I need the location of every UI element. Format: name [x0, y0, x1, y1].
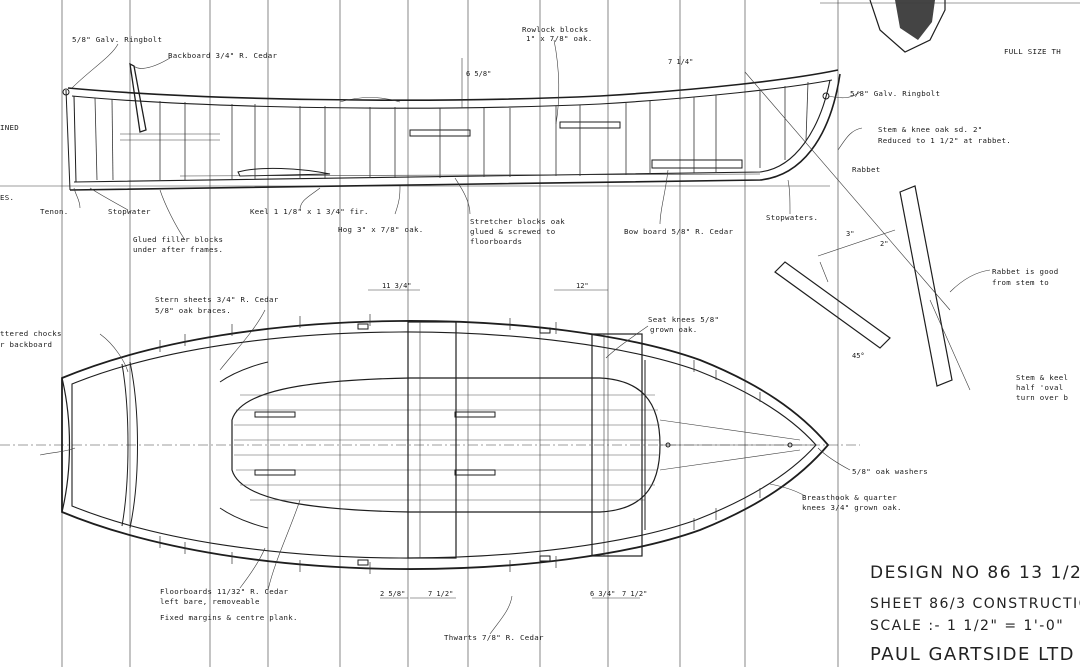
leader-lines: [39, 39, 991, 635]
label-ringbolt-top: 5/8" Galv. Ringbolt: [72, 35, 162, 44]
label-tenon: Tenon.: [40, 207, 69, 216]
designer-name: PAUL GARTSIDE LTD: [870, 644, 1075, 665]
dim-2: 2": [880, 240, 888, 248]
label-floorboards-2: left bare, removeable: [160, 597, 260, 606]
label-chocks-1: ttered chocks: [0, 329, 62, 338]
scale-title: SCALE :- 1 1/2" = 1'-0": [870, 618, 1064, 634]
label-rowlock-blocks-2: 1" x 7/8" oak.: [526, 34, 593, 43]
label-bow-board: Bow board 5/8" R. Cedar: [624, 227, 733, 236]
label-stem-2: Reduced to 1 1/2" at rabbet.: [878, 136, 1011, 145]
label-stopwater-left: Stopwater: [108, 207, 151, 216]
label-left-es: ES.: [0, 193, 14, 202]
label-floorboards-1: Floorboards 11/32" R. Cedar: [160, 587, 288, 596]
label-stopwaters-right: Stopwaters.: [766, 213, 818, 222]
title-block: DESIGN NO 86 13 1/2' D SHEET 86/3 CONSTR…: [870, 563, 1080, 665]
design-title: DESIGN NO 86 13 1/2' D: [870, 563, 1080, 583]
label-stretcher-1: Stretcher blocks oak: [470, 217, 565, 226]
dim-12: 12": [576, 282, 589, 290]
profile-view: [62, 62, 841, 191]
label-backboard: Backboard 3/4" R. Cedar: [168, 51, 277, 60]
label-rowlock-blocks-1: Rowlock blocks: [522, 25, 589, 34]
label-rabbet-note-2: from stem to: [992, 278, 1049, 287]
dim-11-3-4: 11 3/4": [382, 282, 412, 290]
label-seat-knees-2: grown oak.: [650, 325, 698, 334]
label-stretcher-3: floorboards: [470, 237, 522, 246]
label-ringbolt-right: 5/8" Galv. Ringbolt: [850, 89, 940, 98]
dim-3: 3": [846, 230, 854, 238]
stem-detail: [744, 71, 971, 391]
label-glued-filler-1: Glued filler blocks: [133, 235, 223, 244]
label-seat-knees-1: Seat knees 5/8": [648, 315, 719, 324]
dim-7-1-2: 7 1/2": [428, 590, 453, 598]
label-stern-sheets-2: 5/8" oak braces.: [155, 306, 231, 315]
label-stem-1: Stem & knee oak sd. 2": [878, 125, 983, 134]
label-chocks-2: r backboard: [0, 340, 52, 349]
label-thwarts: Thwarts 7/8" R. Cedar: [444, 633, 544, 642]
label-stem-keel-1: Stem & keel: [1016, 373, 1068, 382]
label-rabbet: Rabbet: [852, 165, 881, 174]
label-rabbet-note-1: Rabbet is good: [992, 267, 1059, 276]
label-stretcher-2: glued & screwed to: [470, 227, 556, 236]
label-breasthook-2: knees 3/4" grown oak.: [802, 503, 902, 512]
dimension-lines: [368, 56, 681, 599]
label-breasthook-1: Breasthook & quarter: [802, 493, 897, 502]
plan-view: [61, 314, 830, 574]
annotations: 5/8" Galv. Ringbolt Backboard 3/4" R. Ce…: [0, 25, 1068, 642]
sheet-title: SHEET 86/3 CONSTRUCTIO: [870, 596, 1080, 612]
label-hog: Hog 3" x 7/8" oak.: [338, 225, 424, 234]
label-stem-keel-2: half 'oval: [1016, 383, 1064, 392]
label-keel: Keel 1 1/8" x 1 3/4" fir.: [250, 207, 369, 216]
dim-7-1-4: 7 1/4": [668, 58, 693, 66]
label-washers: 5/8" oak washers: [852, 467, 928, 476]
label-stern-sheets-1: Stern sheets 3/4" R. Cedar: [155, 295, 279, 304]
label-glued-filler-2: under after frames.: [133, 245, 223, 254]
dim-6-5-8: 6 5/8": [466, 70, 491, 78]
dim-45: 45°: [852, 352, 865, 360]
label-full-size: FULL SIZE TH: [1004, 47, 1061, 56]
dim-7-1-2b: 7 1/2": [622, 590, 647, 598]
label-left-ined: INED: [0, 123, 19, 132]
label-stem-keel-3: turn over b: [1016, 393, 1068, 402]
label-fixed-margins: Fixed margins & centre plank.: [160, 613, 298, 622]
dim-6-3-4: 6 3/4": [590, 590, 615, 598]
section-detail-top: [820, 0, 1080, 53]
dim-2-5-8: 2 5/8": [380, 590, 405, 598]
